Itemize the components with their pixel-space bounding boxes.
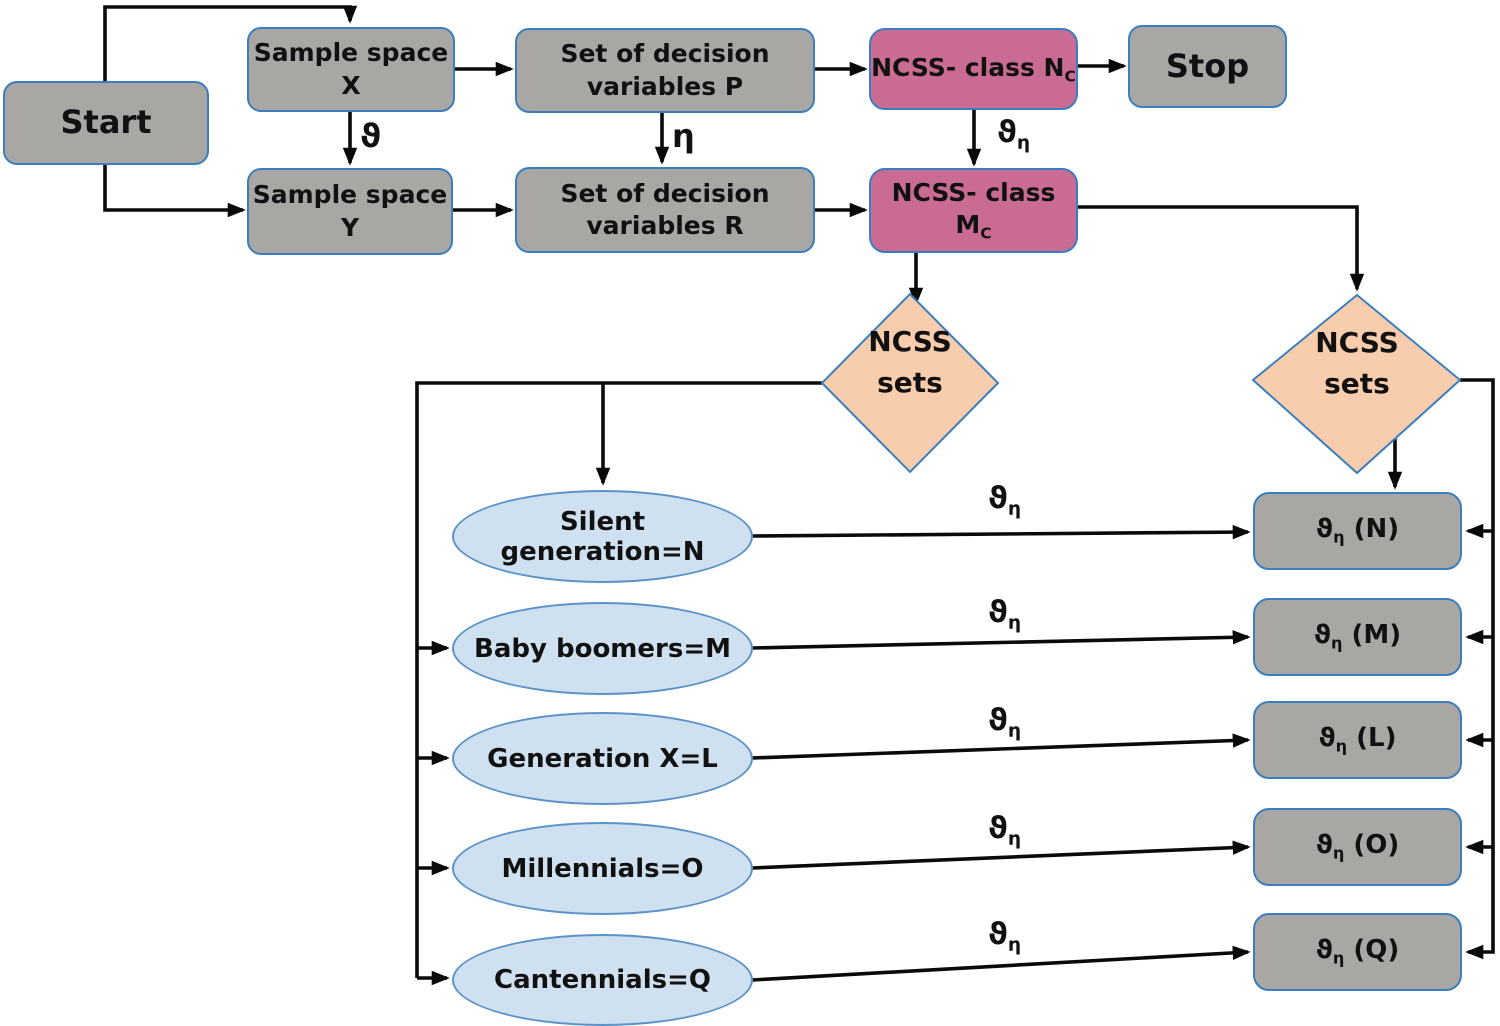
output-box-o: ϑη (O) (1253, 808, 1462, 886)
output-box-m: ϑη (M) (1253, 598, 1462, 676)
ncss-sets-left-label: NCSS sets (868, 325, 952, 399)
start-label: Start (60, 103, 152, 142)
edge-silent-to-output-n (751, 524, 1251, 540)
edge-label-theta-eta-3: ϑη (988, 703, 1022, 742)
decision-variables-p-node: Set of decision variables P (515, 28, 815, 113)
generation-x-ellipse: Generation X=L (452, 712, 753, 805)
sample-space-x-node: Sample space X (247, 27, 455, 112)
millennials-ellipse: Millennials=O (452, 822, 753, 915)
decision-variables-p-label: Set of decision variables P (560, 39, 770, 101)
sample-space-y-label: Sample space Y (252, 180, 448, 242)
edge-left-rail (415, 381, 822, 978)
baby-boomers-ellipse: Baby boomers=M (452, 602, 753, 695)
edge-label-theta: ϑ (360, 117, 382, 155)
edge-start-to-sample-x (103, 5, 358, 81)
cantennials-ellipse: Cantennials=Q (452, 934, 753, 1026)
sample-space-y-node: Sample space Y (247, 168, 453, 255)
decision-variables-r-node: Set of decision variables R (515, 167, 815, 253)
edge-baby-to-output-m (751, 630, 1251, 650)
sample-space-x-label: Sample space X (253, 38, 449, 100)
ncss-sets-right-label: NCSS sets (1315, 326, 1399, 400)
edge-label-theta-eta-4: ϑη (988, 811, 1022, 850)
edge-genx-to-output-l (751, 733, 1251, 760)
output-box-l: ϑη (L) (1253, 701, 1462, 779)
start-node: Start (3, 81, 209, 165)
edge-cantennials-to-output-q (751, 945, 1251, 982)
ncss-class-m-label: NCSS- class MC (891, 177, 1056, 243)
ncss-sets-left-diamond (820, 292, 1000, 474)
ncss-class-m-node: NCSS- class MC (869, 168, 1078, 253)
edge-right-rail (1460, 378, 1495, 960)
decision-variables-r-label: Set of decision variables R (560, 178, 770, 241)
ncss-class-n-label: NCSS- class NC (871, 52, 1076, 86)
ncss-sets-right-diamond (1251, 293, 1462, 475)
edge-start-to-sample-y (103, 165, 246, 218)
output-box-q: ϑη (Q) (1253, 913, 1462, 991)
output-box-n: ϑη (N) (1253, 492, 1462, 570)
edge-label-eta: η (672, 117, 695, 155)
silent-generation-ellipse: Silent generation=N (452, 490, 753, 583)
ncss-class-n-node: NCSS- class NC (869, 28, 1078, 110)
edge-label-theta-eta-5: ϑη (988, 917, 1022, 956)
stop-node: Stop (1128, 25, 1287, 108)
edge-label-theta-eta-1: ϑη (988, 481, 1022, 520)
edge-label-theta-eta-2: ϑη (988, 595, 1022, 634)
edge-label-theta-eta-top: ϑη (997, 115, 1031, 154)
edge-millennials-to-output-o (751, 840, 1251, 870)
edge-ncss-m-to-right-diamond (1078, 205, 1365, 292)
stop-label: Stop (1165, 46, 1250, 85)
